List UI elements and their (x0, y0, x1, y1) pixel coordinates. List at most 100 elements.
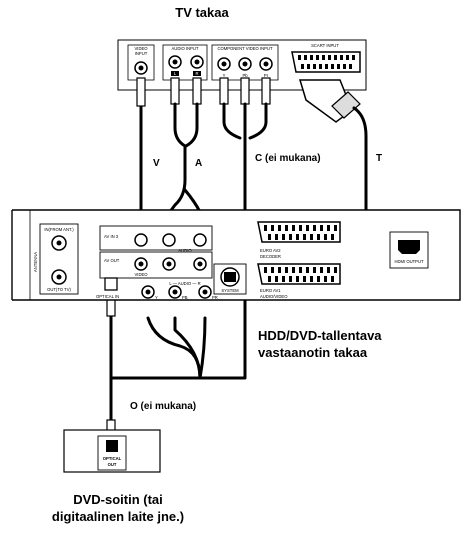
optical-out-port[interactable] (106, 440, 118, 452)
audio-lr-label: L — AUDIO — R (169, 281, 200, 286)
tv-scart-pins (298, 55, 355, 69)
scart-pin (310, 276, 313, 282)
scart-pin (317, 234, 320, 240)
av-in3-audio-l-jack[interactable] (162, 233, 176, 247)
scart-pin (303, 276, 306, 282)
scart-pin (275, 276, 278, 282)
scart-pin (334, 225, 337, 231)
cable-label-c: C (ei mukana) (255, 153, 321, 164)
scart-pin (298, 55, 301, 60)
optical-cable-o (106, 295, 116, 439)
scart-pin (282, 234, 285, 240)
scart-pin (328, 55, 331, 60)
scart-pin (275, 234, 278, 240)
scart-pin (324, 234, 327, 240)
scart-pin (307, 64, 310, 69)
scart-pin (296, 276, 299, 282)
player-caption-2: digitaalinen laite jne.) (52, 509, 184, 524)
scart-pin (320, 267, 323, 273)
rf-out-label: OUT(TO TV) (47, 287, 71, 292)
scart-pin (292, 225, 295, 231)
av-in3-video-jack[interactable] (134, 233, 148, 247)
av-out-label: AV OUT (104, 258, 120, 263)
tv-audio-input-label: AUDIO INPUT (172, 46, 199, 51)
scart-pin (324, 276, 327, 282)
component-pr-label: PR (212, 295, 218, 300)
audio-jack-label: AUDIO (178, 248, 192, 253)
hdmi-label: HDMI OUTPUT (394, 259, 424, 264)
scart-pin (304, 55, 307, 60)
scart-pin (299, 267, 302, 273)
recorder-rear-caption-1: HDD/DVD-tallentava (258, 328, 382, 343)
scart-pin (278, 225, 281, 231)
scart-pin (310, 234, 313, 240)
antenna-label: ANTENNA (33, 252, 38, 272)
tv-comp-y-label: Y (223, 73, 226, 78)
scart-pin (317, 276, 320, 282)
euro-av1-label-2: AUDIO/VIDEO (260, 294, 288, 299)
scart-pin (278, 267, 281, 273)
tv-comp-pr-label: Pr (264, 73, 269, 78)
av-in3-audio-r-jack[interactable] (193, 233, 207, 247)
tv-video-input-label-1: VIDEO (134, 46, 148, 51)
scart-pin (313, 225, 316, 231)
tv-component-input-label: COMPONENT VIDEO INPUT (217, 46, 273, 51)
scart-pin (325, 64, 328, 69)
euro-av2-label-2: DECODER (260, 254, 281, 259)
tv-video-input-label-2: INPUT (135, 51, 148, 56)
scart-pin (340, 55, 343, 60)
scart-pin (268, 276, 271, 282)
hdmi-port[interactable] (398, 240, 420, 254)
rf-in-label: IN(FROM ANT.) (44, 227, 74, 232)
scart-pin (264, 267, 267, 273)
cable-label-v: V (153, 158, 160, 169)
tv-rear-caption: TV takaa (175, 5, 229, 20)
scart-pin (301, 64, 304, 69)
scart-pin (331, 234, 334, 240)
scart-pin (316, 55, 319, 60)
scart-pin (271, 225, 274, 231)
scart-pin (268, 234, 271, 240)
optical-out-label-2: OUT (108, 462, 117, 467)
recorder-rear-panel: ANTENNA IN(FROM ANT.) OUT(TO TV) AV IN 3… (11, 209, 461, 301)
player-caption-1: DVD-soitin (tai (73, 492, 163, 507)
scart-pin (271, 267, 274, 273)
component-cable-c (110, 77, 271, 380)
tv-audio-r-label: R (195, 71, 198, 76)
scart-pin (327, 267, 330, 273)
scart-pin (320, 225, 323, 231)
cable-label-o: O (ei mukana) (130, 401, 196, 412)
scart-pin (299, 225, 302, 231)
scart-pin (337, 64, 340, 69)
scart-pin (331, 64, 334, 69)
tv-audio-l-label: L (174, 71, 177, 76)
scart-pin (289, 234, 292, 240)
recorder-rear-caption-2: vastaanotin takaa (258, 345, 368, 360)
system-label: SYSTEM (221, 288, 239, 293)
scart-pin (303, 234, 306, 240)
av-in3-label: AV IN 3 (104, 234, 119, 239)
video-jack-label: VIDEO (134, 272, 148, 277)
component-pb-label: PB (182, 295, 188, 300)
scart-pin (296, 234, 299, 240)
scart-pin (313, 64, 316, 69)
scart-pin (327, 225, 330, 231)
component-y-label: Y (155, 295, 158, 300)
scart-pin (334, 55, 337, 60)
scart-pin (319, 64, 322, 69)
scart-pin (264, 225, 267, 231)
optical-in-label: OPTICAL IN (96, 294, 119, 299)
scart-pin (292, 267, 295, 273)
tv-comp-pb-label: Pb (242, 73, 248, 78)
scart-pin (331, 276, 334, 282)
scart-pin (306, 225, 309, 231)
scart-pin (334, 267, 337, 273)
scart-pin (343, 64, 346, 69)
scart-pin (352, 55, 355, 60)
scart-pin (313, 267, 316, 273)
euro-av1-label-1: EURO AV1 (260, 288, 281, 293)
scart-pin (282, 276, 285, 282)
optical-in-port[interactable] (104, 277, 118, 291)
scart-pin (306, 267, 309, 273)
